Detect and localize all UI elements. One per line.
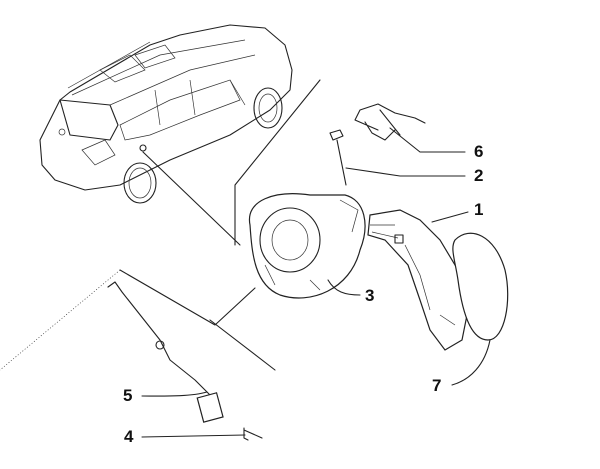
car-illustration <box>39 24 293 204</box>
callout-7: 7 <box>432 376 442 395</box>
callout-6: 6 <box>474 142 484 161</box>
section-bracket-line-2 <box>209 319 276 371</box>
part-2-rod <box>329 129 347 186</box>
callout-3: 3 <box>365 286 375 305</box>
part-3-filler-housing <box>248 193 366 299</box>
callout-1: 1 <box>474 200 484 219</box>
callout-2: 2 <box>474 166 484 185</box>
part-1-fuel-flap <box>367 209 469 351</box>
part-4-screw <box>243 427 263 441</box>
callout-4: 4 <box>124 427 134 446</box>
part-5-release-cable <box>107 281 224 423</box>
callout-5: 5 <box>123 386 133 405</box>
leader-lines <box>141 127 491 438</box>
part-7-flap-cover <box>452 232 509 341</box>
car-leader-line <box>142 151 241 246</box>
section-bracket-line <box>119 79 321 326</box>
section-dotted-line <box>0 269 121 371</box>
part-6-spring-clip <box>354 103 426 141</box>
